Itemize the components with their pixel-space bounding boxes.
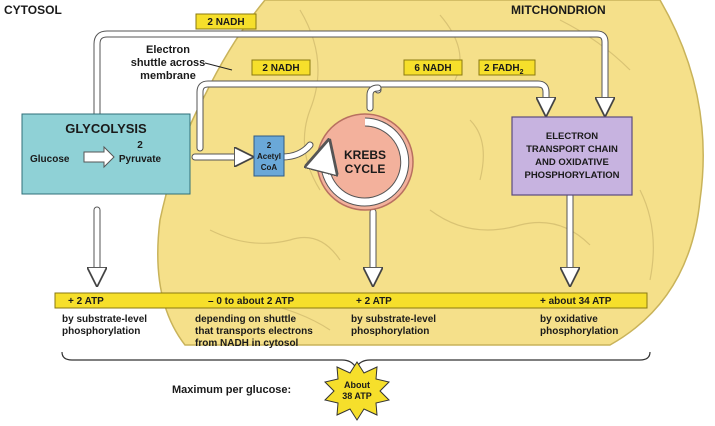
krebs-title-line1: KREBS — [344, 148, 386, 162]
svg-text:6 NADH: 6 NADH — [414, 63, 451, 74]
svg-text:that transports electrons: that transports electrons — [195, 326, 313, 337]
mitochondrion-label: MITCHONDRION — [511, 3, 606, 17]
flow-arrows — [97, 30, 605, 280]
atp-yield-shuttle: – 0 to about 2 ATP — [208, 296, 294, 307]
svg-text:phosphorylation: phosphorylation — [351, 326, 429, 337]
svg-text:PHOSPHORYLATION: PHOSPHORYLATION — [524, 170, 619, 181]
glucose-label: Glucose — [30, 154, 70, 165]
svg-text:membrane: membrane — [140, 70, 196, 82]
svg-text:About: About — [344, 380, 370, 390]
yield-descriptions: by substrate-level phosphorylation depen… — [62, 314, 618, 349]
cytosol-label: CYTOSOL — [4, 3, 62, 17]
atp-yield-oxidative: + about 34 ATP — [540, 296, 612, 307]
svg-text:Electron: Electron — [146, 44, 190, 56]
svg-text:ELECTRON: ELECTRON — [546, 131, 598, 142]
svg-text:CoA: CoA — [261, 163, 278, 172]
krebs-cycle: KREBS CYCLE — [317, 113, 414, 211]
fadh2-label: 2 FADH2 — [478, 59, 536, 76]
svg-text:2: 2 — [137, 140, 143, 151]
nadh-label-mid: 2 NADH — [251, 59, 311, 76]
maximum-starburst: About 38 ATP — [324, 361, 390, 421]
shuttle-note: Electron shuttle across membrane — [131, 44, 233, 82]
svg-text:2 NADH: 2 NADH — [207, 17, 244, 28]
glycolysis-box: GLYCOLYSIS Glucose 2 Pyruvate — [21, 113, 191, 195]
atp-yield-bar: + 2 ATP – 0 to about 2 ATP + 2 ATP + abo… — [54, 292, 648, 309]
svg-text:by substrate-level: by substrate-level — [351, 314, 436, 325]
svg-text:2: 2 — [267, 141, 272, 150]
svg-text:Acetyl: Acetyl — [257, 152, 281, 161]
glycolysis-title: GLYCOLYSIS — [65, 121, 147, 136]
nadh-label-top: 2 NADH — [195, 13, 257, 30]
pyruvate-label: Pyruvate — [119, 154, 162, 165]
svg-text:2 NADH: 2 NADH — [262, 63, 299, 74]
svg-text:phosphorylation: phosphorylation — [540, 326, 618, 337]
atp-yield-glycolysis: + 2 ATP — [68, 296, 104, 307]
maximum-label: Maximum per glucose: — [172, 384, 291, 396]
etc-box: ELECTRON TRANSPORT CHAIN AND OXIDATIVE P… — [511, 116, 633, 196]
nadh-label-krebs: 6 NADH — [403, 59, 463, 76]
atp-yield-krebs: + 2 ATP — [356, 296, 392, 307]
svg-text:phosphorylation: phosphorylation — [62, 326, 140, 337]
svg-text:shuttle across: shuttle across — [131, 57, 206, 69]
krebs-title-line2: CYCLE — [345, 162, 386, 176]
svg-text:by substrate-level: by substrate-level — [62, 314, 147, 325]
svg-text:AND OXIDATIVE: AND OXIDATIVE — [535, 157, 609, 168]
svg-text:from NADH in cytosol: from NADH in cytosol — [195, 338, 299, 349]
svg-text:by oxidative: by oxidative — [540, 314, 598, 325]
svg-text:2 FADH2: 2 FADH2 — [484, 63, 524, 76]
acetyl-coa-box: 2 Acetyl CoA — [253, 135, 285, 177]
svg-text:TRANSPORT CHAIN: TRANSPORT CHAIN — [526, 144, 618, 155]
glycolysis-arrow-icon — [83, 145, 115, 169]
svg-text:depending on shuttle: depending on shuttle — [195, 314, 297, 325]
svg-text:38 ATP: 38 ATP — [342, 391, 372, 401]
